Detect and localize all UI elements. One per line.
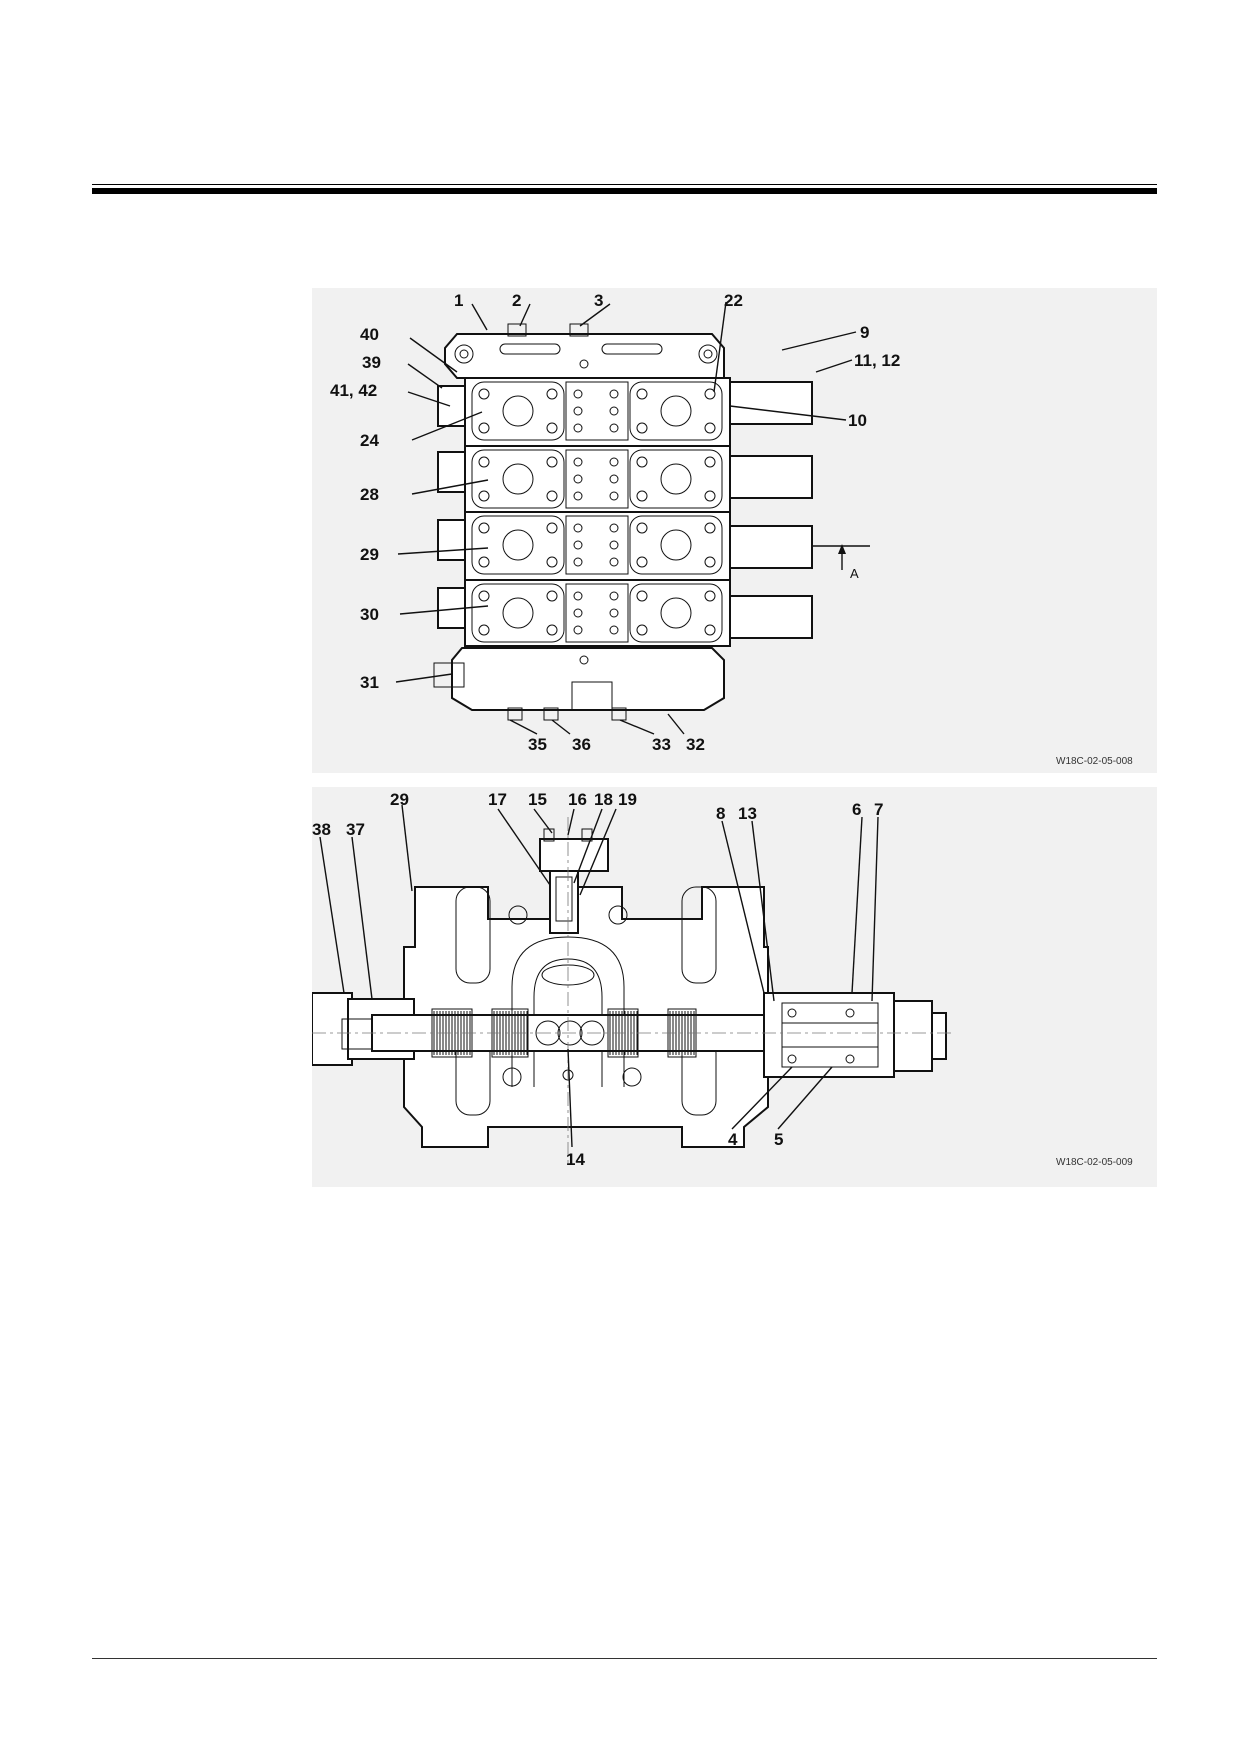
label-24: 24 xyxy=(360,431,379,450)
sec-label-8: 8 xyxy=(716,804,725,823)
sec-label-5: 5 xyxy=(774,1130,783,1149)
figure-code-008: W18C-02-05-008 xyxy=(1056,756,1133,767)
sec-label-15: 15 xyxy=(528,790,547,809)
label-9: 9 xyxy=(860,323,869,342)
label-1: 1 xyxy=(454,291,463,310)
valve-sections xyxy=(464,377,731,647)
control-valve-section-view: 29 17 15 16 18 19 38 37 8 13 6 7 14 4 5 … xyxy=(312,787,1157,1187)
valve-section-drawing: 29 17 15 16 18 19 38 37 8 13 6 7 14 4 5 … xyxy=(312,790,1133,1169)
label-33: 33 xyxy=(652,735,671,754)
header-rule-thin xyxy=(92,184,1157,185)
sec-label-29: 29 xyxy=(390,790,409,809)
sec-label-37: 37 xyxy=(346,820,365,839)
label-39: 39 xyxy=(362,353,381,372)
label-30: 30 xyxy=(360,605,379,624)
label-22: 22 xyxy=(724,291,743,310)
label-A: A xyxy=(850,566,859,581)
leader-lines xyxy=(395,301,857,735)
sec-label-7: 7 xyxy=(874,800,883,819)
sec-label-6: 6 xyxy=(852,800,861,819)
label-29: 29 xyxy=(360,545,379,564)
leader-lines-section xyxy=(319,804,879,1148)
sec-label-4: 4 xyxy=(728,1130,738,1149)
label-40: 40 xyxy=(360,325,379,344)
label-31: 31 xyxy=(360,673,379,692)
label-11-12: 11, 12 xyxy=(854,351,900,370)
label-35: 35 xyxy=(528,735,547,754)
figure-code-009: W18C-02-05-009 xyxy=(1056,1157,1133,1168)
label-36: 36 xyxy=(572,735,591,754)
sec-label-16: 16 xyxy=(568,790,587,809)
label-10: 10 xyxy=(848,411,867,430)
sec-label-38: 38 xyxy=(312,820,331,839)
control-valve-external-view: 1 2 3 22 40 39 41, 42 9 11, 12 24 10 28 … xyxy=(312,288,1157,773)
label-3: 3 xyxy=(594,291,603,310)
sec-label-19: 19 xyxy=(618,790,637,809)
sec-label-17: 17 xyxy=(488,790,507,809)
label-2: 2 xyxy=(512,291,521,310)
footer-rule xyxy=(92,1658,1157,1659)
sec-label-13: 13 xyxy=(738,804,757,823)
valve-external-drawing: 1 2 3 22 40 39 41, 42 9 11, 12 24 10 28 … xyxy=(330,291,1133,767)
header-rule xyxy=(92,188,1157,194)
label-41-42: 41, 42 xyxy=(330,381,377,400)
label-28: 28 xyxy=(360,485,379,504)
sec-label-14: 14 xyxy=(566,1150,585,1169)
sec-label-18: 18 xyxy=(594,790,613,809)
label-32: 32 xyxy=(686,735,705,754)
